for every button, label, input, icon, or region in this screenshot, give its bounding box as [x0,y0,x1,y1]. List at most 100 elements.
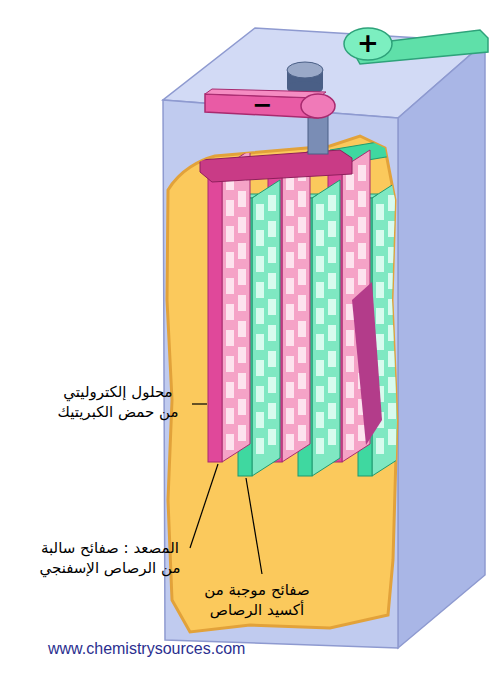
plate-grid [282,150,310,462]
grid-window [226,278,234,294]
positive-terminal [344,28,392,60]
grid-window [358,217,366,233]
grid-window [328,299,336,315]
grid-window [268,351,276,367]
plates [200,140,400,476]
grid-window [238,243,246,259]
grid-window [316,438,324,454]
grid-window [226,226,234,242]
cathode-label: صفائح موجبة من أكسيد الرصاص [172,580,342,621]
bus-bar [200,150,352,182]
grid-window [328,377,336,393]
grid-window [316,386,324,402]
grid-window [238,425,246,441]
grid-window [298,425,306,441]
grid-window [316,282,324,298]
grid-window [268,195,276,211]
grid-window [226,408,234,424]
grid-window [238,347,246,363]
grid-window [346,434,354,450]
grid-window [298,191,306,207]
grid-window [316,360,324,376]
grid-window [328,325,336,341]
grid-window [238,399,246,415]
grid-window [346,382,354,398]
grid-window [256,386,264,402]
grid-window [286,200,294,216]
grid-window [256,282,264,298]
grid-window [268,221,276,237]
plate-edge [208,168,222,462]
grid-window [346,330,354,346]
grid-window [358,191,366,207]
grid-window [256,230,264,246]
terminal-sign: − [250,93,274,117]
grid-window [226,200,234,216]
grid-window [346,356,354,372]
plate-grid [252,180,280,476]
grid-window [238,191,246,207]
grid-window [388,377,396,393]
grid-window [328,351,336,367]
grid-window [316,308,324,324]
grid-window [286,252,294,268]
electrolyte [167,136,397,632]
plate-grid [222,150,250,462]
grid-window [268,325,276,341]
grid-window [238,269,246,285]
grid-window [388,195,396,211]
anode-label: المصعد : صفائح سالبة من الرصاص الإسفنجي [25,538,195,579]
grid-window [388,299,396,315]
grid-window [388,403,396,419]
grid-window [388,351,396,367]
grid-window [268,299,276,315]
grid-window [328,403,336,419]
case-side [398,42,485,648]
grid-window [268,273,276,289]
grid-window [316,334,324,350]
grid-window [268,247,276,263]
leader-line [192,403,207,404]
grid-window [376,204,384,220]
grid-window [388,273,396,289]
grid-window [298,269,306,285]
vent-cap [287,62,323,78]
grid-window [256,256,264,272]
grid-window [256,308,264,324]
grid-window [286,356,294,372]
grid-window [238,373,246,389]
grid-window [376,438,384,454]
grid-window [286,408,294,424]
grid-window [226,356,234,372]
grid-window [328,273,336,289]
plate-grid [372,180,400,476]
grid-window [298,321,306,337]
grid-window [286,226,294,242]
grid-window [316,412,324,428]
grid-window [376,308,384,324]
grid-window [226,252,234,268]
grid-window [358,243,366,259]
plate-grid [312,180,340,476]
grid-window [286,434,294,450]
grid-window [298,399,306,415]
grid-window [376,256,384,272]
electrolyte-label: محلول إلكتروليتي من حمض الكبريتيك [33,382,203,423]
grid-window [268,377,276,393]
grid-window [286,278,294,294]
grid-window [256,360,264,376]
grid-window [268,429,276,445]
grid-window [328,247,336,263]
grid-window [298,373,306,389]
grid-window [346,226,354,242]
grid-window [346,278,354,294]
grid-window [298,295,306,311]
grid-window [358,269,366,285]
grid-window [346,174,354,190]
grid-window [226,304,234,320]
grid-window [256,334,264,350]
grid-window [256,412,264,428]
grid-window [268,403,276,419]
grid-window [298,243,306,259]
grid-window [238,295,246,311]
